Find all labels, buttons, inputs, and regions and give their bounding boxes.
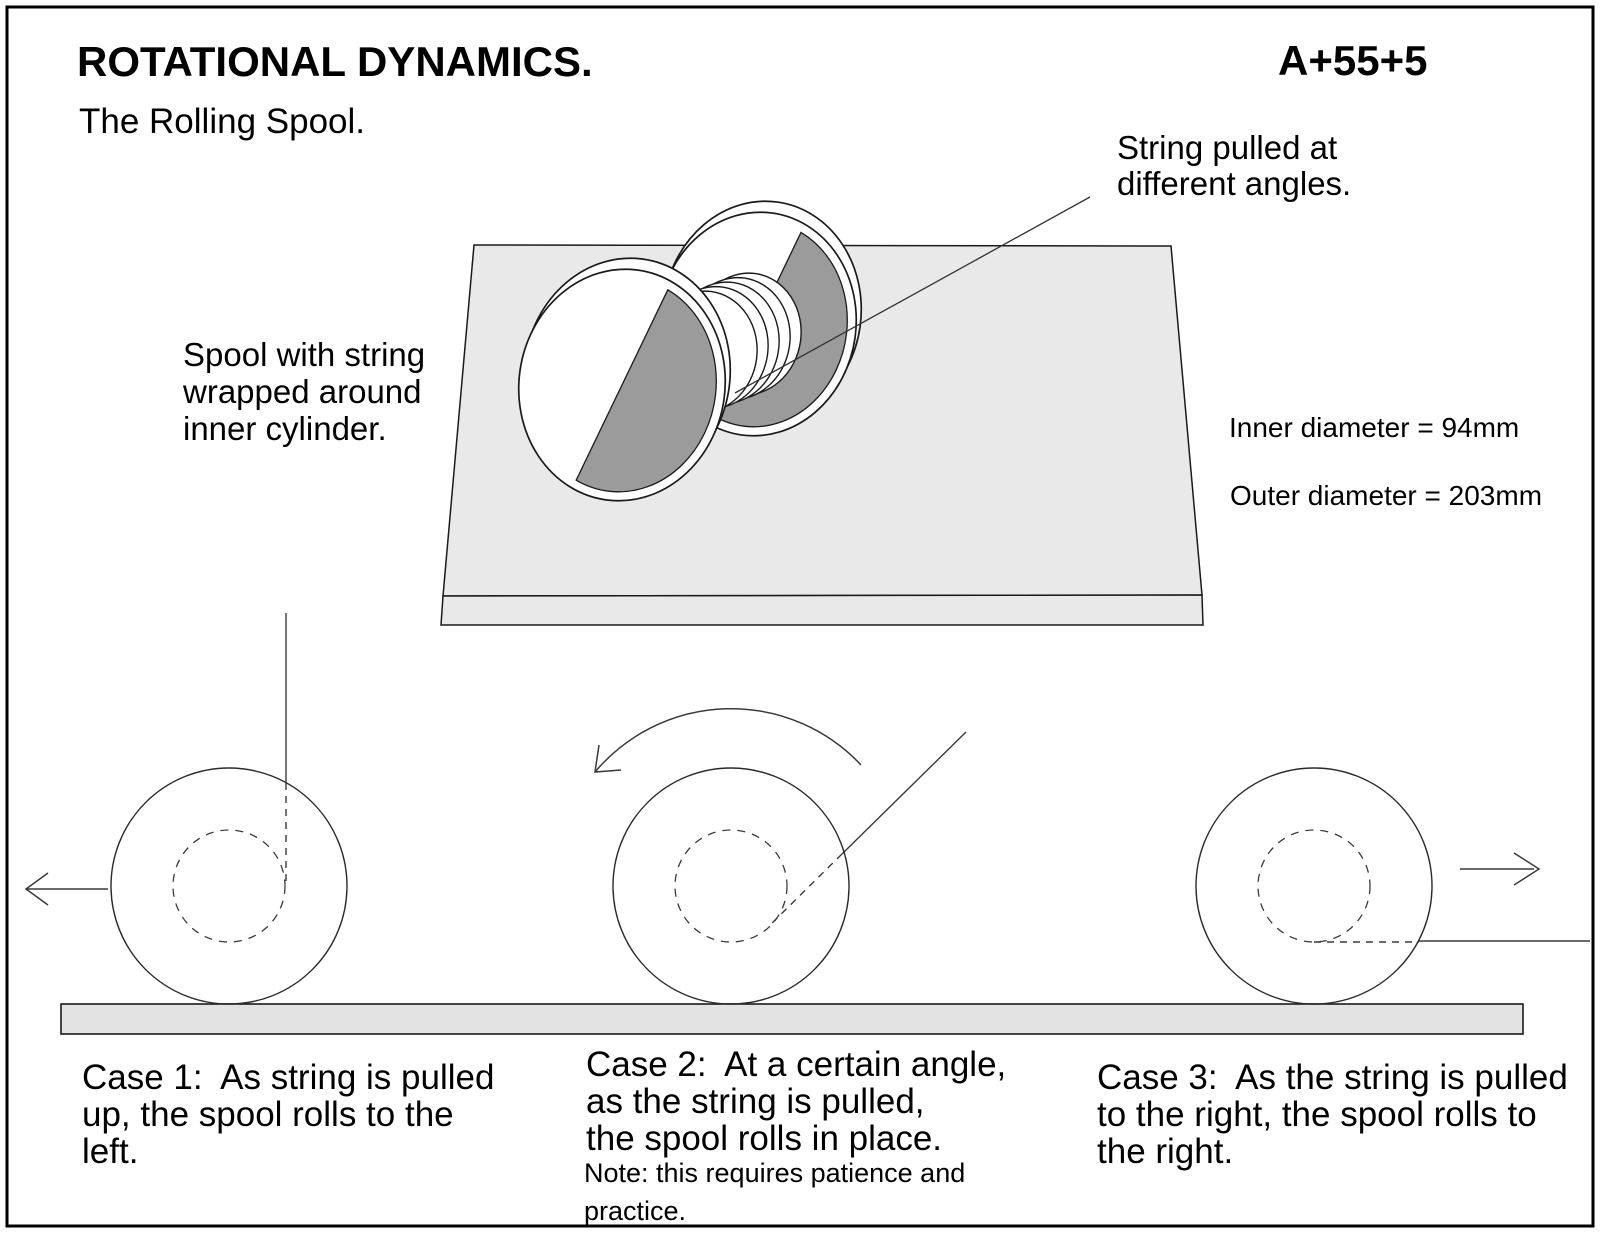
case2-string-solid bbox=[841, 731, 967, 855]
case2-hub-circle bbox=[674, 829, 788, 943]
case3-caption: Case 3: As the string is pulled to the r… bbox=[1097, 1058, 1568, 1171]
case3-right-arrow-icon bbox=[1513, 852, 1541, 886]
page-border bbox=[5, 5, 1595, 1228]
case2-rotation-arc bbox=[594, 708, 862, 773]
platform-front-edge bbox=[440, 594, 1204, 626]
case1-figure bbox=[24, 613, 348, 1005]
case2-note: Note: this requires patience and practic… bbox=[584, 1158, 966, 1226]
inner-diameter-label: Inner diameter = 94mm bbox=[1229, 412, 1520, 443]
case1-left-arrow-icon bbox=[24, 872, 49, 906]
ground-surface bbox=[60, 1003, 1524, 1035]
annotation-leader-line bbox=[734, 196, 1091, 394]
page-subtitle: The Rolling Spool. bbox=[79, 102, 365, 141]
case3-figure bbox=[1195, 767, 1590, 1005]
annotation-string-angle: String pulled at different angles. bbox=[1117, 129, 1352, 202]
annotation-spool-label: Spool with string wrapped around inner c… bbox=[183, 336, 426, 447]
spool-3d bbox=[517, 200, 863, 502]
case2-caption: Case 2: At a certain angle, as the strin… bbox=[586, 1045, 1007, 1158]
case2-string-hidden bbox=[767, 853, 843, 928]
demo-code: A+55+5 bbox=[1278, 37, 1428, 84]
case1-hub-circle bbox=[172, 829, 286, 943]
case1-spool-outline bbox=[110, 767, 348, 1005]
case3-hub-circle bbox=[1257, 829, 1371, 943]
case2-figure bbox=[594, 708, 967, 1005]
outer-diameter-label: Outer diameter = 203mm bbox=[1230, 480, 1543, 511]
page-title: ROTATIONAL DYNAMICS. bbox=[77, 38, 593, 85]
spool-front-flange-gray-sector bbox=[575, 288, 717, 493]
case2-spool-outline bbox=[612, 767, 850, 1005]
case2-ccw-arrow-icon bbox=[594, 744, 622, 773]
case3-spool-outline bbox=[1195, 767, 1433, 1005]
case1-caption: Case 1: As string is pulled up, the spoo… bbox=[82, 1058, 495, 1171]
